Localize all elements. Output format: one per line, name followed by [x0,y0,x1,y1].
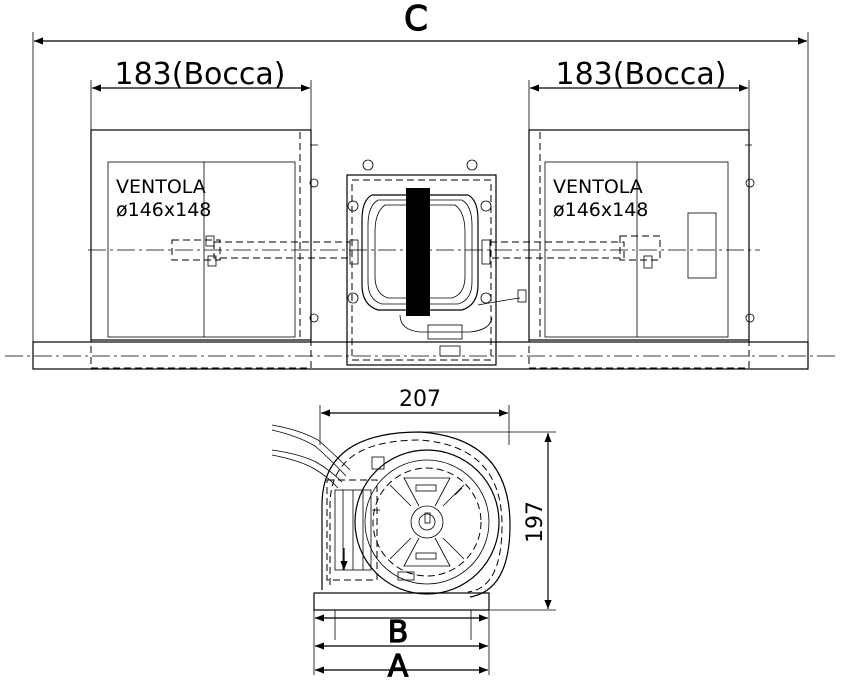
terminal-block [326,456,415,581]
motor-assembly [346,159,527,366]
right-outlet-label: 183(Bocca) [556,57,727,92]
right-fan-label-line2: ø146x148 [553,199,648,221]
width-dimension: 207 [319,387,510,445]
overall-dimension-label: C [404,0,428,39]
height-label: 197 [523,501,548,543]
base-inner-label: B [388,615,409,650]
side-base: B A [313,592,490,685]
left-outlet-label: 183(Bocca) [115,57,286,92]
right-outlet-dimension: 183(Bocca) [528,57,750,130]
left-outlet-dimension: 183(Bocca) [90,57,312,130]
side-view: 207 197 [271,387,556,685]
height-dimension: 197 [420,431,556,611]
base-plate [5,341,836,370]
width-label: 207 [399,387,441,412]
left-fan-label-line1: VENTOLA [116,176,206,198]
cable-leads [271,424,351,489]
top-view: C 183(Bocca) 183(Bocca) [5,0,836,370]
left-fan-housing [90,129,351,369]
base-outer-label: A [388,649,409,684]
right-fan-label-line1: VENTOLA [553,176,643,198]
scroll-housing [321,431,511,598]
overall-dimension: C [32,0,809,346]
left-fan-label-line2: ø146x148 [116,199,211,221]
right-fan-housing [489,129,755,369]
